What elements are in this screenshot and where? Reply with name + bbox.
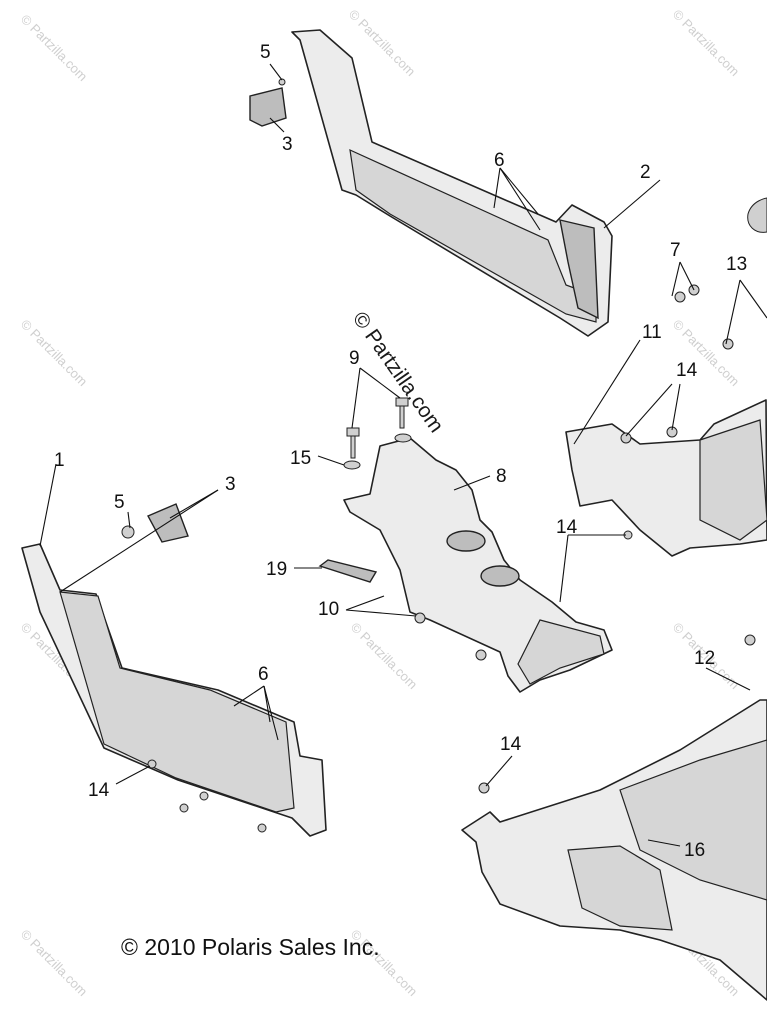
watermark-center: © Partzilla.com xyxy=(348,308,448,437)
callout-19: 19 xyxy=(266,559,287,580)
callout-7: 7 xyxy=(670,240,681,261)
leader-lines xyxy=(39,63,767,847)
callout-9: 9 xyxy=(349,348,360,369)
part-floor-tub xyxy=(461,699,767,1001)
fasteners xyxy=(121,78,767,833)
part-side-panel xyxy=(565,399,767,557)
screw-icon xyxy=(744,634,756,646)
callout-14: 14 xyxy=(500,734,522,755)
part-center-console xyxy=(343,437,613,693)
callout-15: 15 xyxy=(290,448,311,469)
screw-icon xyxy=(179,803,189,813)
bolt-shaft-icon xyxy=(350,435,356,459)
callout-8: 8 xyxy=(496,466,507,487)
callout-13: 13 xyxy=(726,254,747,275)
screw-icon xyxy=(414,612,426,624)
screw-icon xyxy=(199,791,209,801)
watermark-tile: © Partzilla.com xyxy=(346,7,419,80)
callout-6: 6 xyxy=(494,150,505,171)
clamp-icon xyxy=(747,197,767,233)
callouts: 5 3 6 2 7 13 11 14 9 15 8 1 5 3 14 19 10… xyxy=(54,42,747,861)
callout-2: 2 xyxy=(640,162,651,183)
copyright-text: © 2010 Polaris Sales Inc. xyxy=(121,934,380,960)
watermark-tile: © Partzilla.com xyxy=(18,927,91,1000)
bolt-head-icon xyxy=(346,427,360,437)
screw-icon xyxy=(278,78,286,86)
callout-6: 6 xyxy=(258,664,269,685)
callout-5: 5 xyxy=(114,492,125,513)
washer-icon xyxy=(343,460,361,470)
callout-5: 5 xyxy=(260,42,271,63)
watermark-tile: © Partzilla.com xyxy=(18,12,91,85)
part-strip xyxy=(318,559,378,583)
callout-12: 12 xyxy=(694,648,715,669)
screw-icon xyxy=(475,649,487,661)
bolt-shaft-icon xyxy=(399,405,405,429)
screw-icon xyxy=(257,823,267,833)
washer-icon xyxy=(394,433,412,443)
watermark-tile: © Partzilla.com xyxy=(18,317,91,390)
callout-11: 11 xyxy=(642,322,662,343)
screw-icon xyxy=(620,432,632,444)
callout-3: 3 xyxy=(225,474,236,495)
watermark-tile: © Partzilla.com xyxy=(670,7,743,80)
clip-icon xyxy=(722,338,734,350)
part-floor-rail-lower xyxy=(21,503,327,837)
callout-3: 3 xyxy=(282,134,293,155)
callout-16: 16 xyxy=(684,840,705,861)
screw-icon xyxy=(121,525,135,539)
screw-icon xyxy=(674,291,686,303)
callout-14: 14 xyxy=(556,517,578,538)
part-floor-rail-upper xyxy=(249,29,613,337)
callout-10: 10 xyxy=(318,599,339,620)
callout-14: 14 xyxy=(676,360,698,381)
callout-1: 1 xyxy=(54,450,65,471)
watermark-tile: © Partzilla.com xyxy=(348,620,421,693)
callout-14: 14 xyxy=(88,780,110,801)
